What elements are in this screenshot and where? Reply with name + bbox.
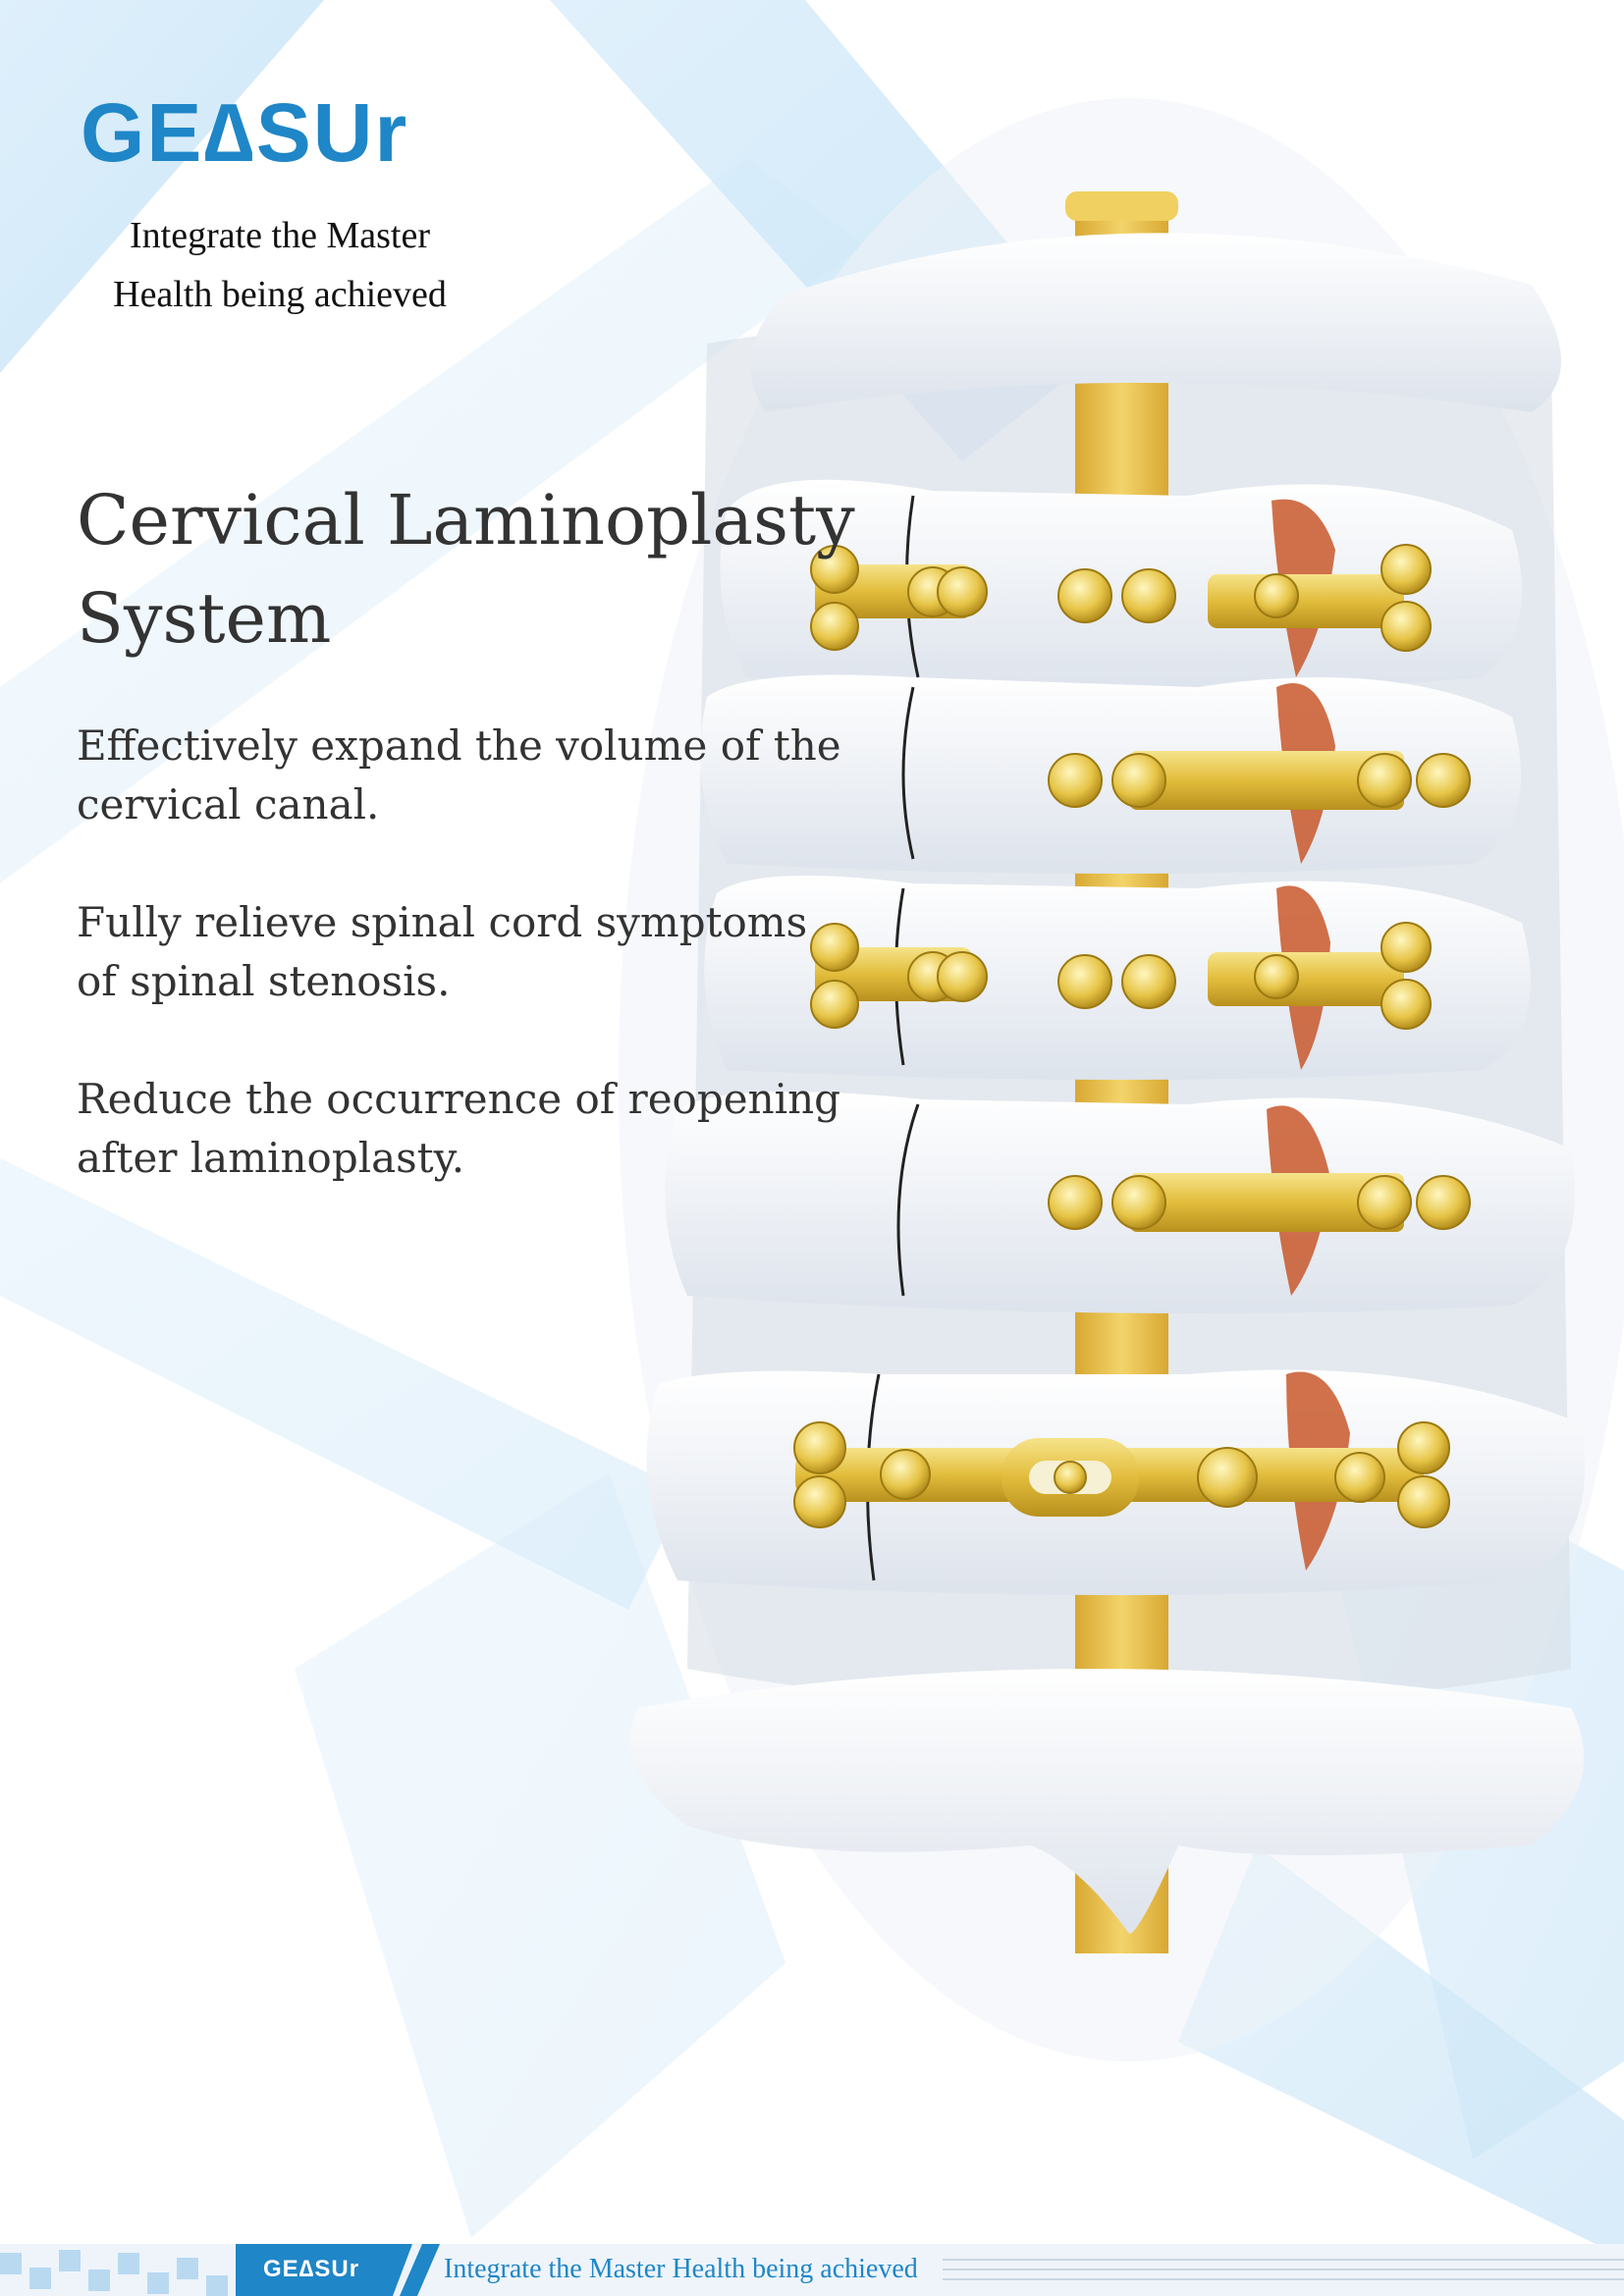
footer: GE∆SUr Integrate the Master Health being…: [0, 2244, 1624, 2296]
brand-logo: GE∆SUr: [81, 90, 483, 169]
brand-logo-text: GE∆SUr: [81, 90, 408, 169]
feature-item: Effectively expand the volume of the cer…: [77, 721, 841, 828]
page-title-line-2: System: [77, 578, 332, 659]
footer-brand: GE∆SUr: [263, 2256, 360, 2282]
tagline-line-1: Integrate the Master: [130, 215, 430, 256]
footer-tagline: Integrate the Master Health being achiev…: [444, 2254, 918, 2284]
page-title-line-1: Cervical Laminoplasty: [77, 480, 855, 561]
feature-item: Reduce the occurrence of reopening after…: [77, 1075, 841, 1182]
page-title: Cervical Laminoplasty System: [77, 471, 921, 667]
tagline-line-2: Health being achieved: [113, 274, 447, 315]
feature-list: Effectively expand the volume of the cer…: [77, 717, 862, 1247]
feature-item: Fully relieve spinal cord symptoms of sp…: [77, 898, 808, 1005]
tagline: Integrate the Master Health being achiev…: [59, 206, 501, 324]
